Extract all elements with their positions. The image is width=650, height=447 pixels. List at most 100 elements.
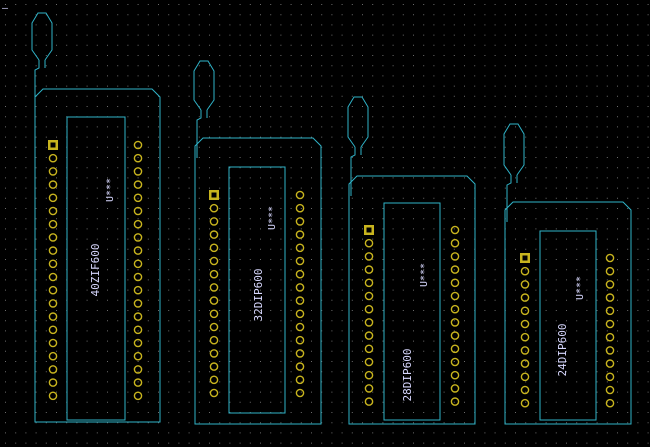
pad-round[interactable] bbox=[364, 291, 374, 301]
pad-round[interactable] bbox=[295, 375, 305, 385]
pad-round[interactable] bbox=[450, 238, 460, 248]
pad-round[interactable] bbox=[450, 318, 460, 327]
pad-round[interactable] bbox=[295, 243, 305, 253]
pad-round[interactable] bbox=[48, 299, 58, 308]
pad-round[interactable] bbox=[605, 280, 615, 289]
pad-round[interactable] bbox=[295, 269, 305, 279]
pad-round[interactable] bbox=[295, 283, 305, 292]
pad-round[interactable] bbox=[520, 398, 530, 408]
pad-round[interactable] bbox=[209, 269, 219, 279]
pad-round[interactable] bbox=[520, 306, 530, 316]
pad-round[interactable] bbox=[605, 398, 615, 408]
footprint-32dip600[interactable]: 32DIP600 U*** bbox=[193, 60, 322, 425]
pad-round[interactable] bbox=[209, 388, 219, 398]
pad-round[interactable] bbox=[133, 365, 143, 374]
pad-round[interactable] bbox=[48, 153, 58, 163]
pad-round[interactable] bbox=[450, 265, 460, 274]
pad-round[interactable] bbox=[48, 338, 58, 348]
pad-round[interactable] bbox=[364, 331, 374, 340]
pad-round[interactable] bbox=[520, 266, 530, 276]
pad-round[interactable] bbox=[48, 259, 58, 269]
pad-round[interactable] bbox=[48, 351, 58, 361]
footprint-40zif600[interactable]: 40ZIF600 U*** bbox=[31, 12, 161, 423]
pad-round[interactable] bbox=[48, 365, 58, 374]
pad-round[interactable] bbox=[364, 397, 374, 406]
pad-round[interactable] bbox=[295, 309, 305, 319]
pad-round[interactable] bbox=[133, 378, 143, 387]
pad-round[interactable] bbox=[133, 285, 143, 295]
pad-round[interactable] bbox=[209, 375, 219, 385]
pad-round[interactable] bbox=[520, 346, 530, 355]
pad-round[interactable] bbox=[48, 285, 58, 295]
pad-round[interactable] bbox=[520, 385, 530, 395]
pad-round[interactable] bbox=[450, 291, 460, 301]
pad-round[interactable] bbox=[450, 331, 460, 340]
pad-round[interactable] bbox=[520, 293, 530, 302]
pad-round[interactable] bbox=[209, 256, 219, 266]
pad-round[interactable] bbox=[48, 193, 58, 203]
pad-round[interactable] bbox=[133, 312, 143, 321]
pad-round[interactable] bbox=[295, 322, 305, 332]
pad-round[interactable] bbox=[48, 180, 58, 189]
pad-round[interactable] bbox=[133, 206, 143, 216]
pad-round[interactable] bbox=[133, 259, 143, 269]
pad-round[interactable] bbox=[605, 385, 615, 395]
pad-round[interactable] bbox=[133, 219, 143, 229]
pad-round[interactable] bbox=[133, 167, 143, 176]
pad-round[interactable] bbox=[209, 309, 219, 319]
footprint-24dip600[interactable]: 24DIP600 U*** bbox=[503, 123, 632, 425]
pad-round[interactable] bbox=[605, 346, 615, 355]
pad-round[interactable] bbox=[605, 372, 615, 382]
pad-round[interactable] bbox=[48, 391, 58, 401]
pad-round[interactable] bbox=[48, 206, 58, 216]
pad-round[interactable] bbox=[133, 246, 143, 255]
pad-round[interactable] bbox=[605, 293, 615, 302]
pad-round[interactable] bbox=[295, 296, 305, 305]
pad-round[interactable] bbox=[520, 280, 530, 289]
pad-round[interactable] bbox=[295, 230, 305, 239]
pad-round[interactable] bbox=[133, 299, 143, 308]
pad-round[interactable] bbox=[209, 335, 219, 345]
pad-round[interactable] bbox=[209, 203, 219, 213]
pad-round[interactable] bbox=[520, 359, 530, 368]
pad-round[interactable] bbox=[133, 391, 143, 401]
pad-round[interactable] bbox=[133, 140, 143, 150]
pad-round[interactable] bbox=[48, 325, 58, 335]
pad-round[interactable] bbox=[295, 217, 305, 226]
pad-round[interactable] bbox=[209, 322, 219, 332]
pad-round[interactable] bbox=[48, 246, 58, 255]
pad-round[interactable] bbox=[520, 319, 530, 329]
pad-round[interactable] bbox=[48, 378, 58, 387]
pad-round[interactable] bbox=[450, 344, 460, 354]
pad-round[interactable] bbox=[450, 397, 460, 406]
pad-round[interactable] bbox=[605, 253, 615, 263]
pad-round[interactable] bbox=[295, 362, 305, 371]
pad-round[interactable] bbox=[133, 193, 143, 203]
pad-round[interactable] bbox=[364, 278, 374, 288]
pad-round[interactable] bbox=[295, 190, 305, 200]
pad-round[interactable] bbox=[295, 349, 305, 358]
pad-round[interactable] bbox=[450, 370, 460, 380]
pad-round[interactable] bbox=[133, 180, 143, 189]
pad-round[interactable] bbox=[295, 256, 305, 266]
pad-round[interactable] bbox=[209, 230, 219, 239]
pad-round[interactable] bbox=[605, 266, 615, 276]
footprint-28dip600[interactable]: 28DIP600 U*** bbox=[347, 96, 476, 425]
pad-round[interactable] bbox=[450, 252, 460, 261]
pad-round[interactable] bbox=[450, 384, 460, 393]
pad-round[interactable] bbox=[48, 272, 58, 282]
pad-round[interactable] bbox=[295, 335, 305, 345]
pad-round[interactable] bbox=[364, 384, 374, 393]
pad-round[interactable] bbox=[605, 306, 615, 316]
pad-round[interactable] bbox=[133, 351, 143, 361]
pad-round[interactable] bbox=[133, 325, 143, 335]
pad-round[interactable] bbox=[209, 243, 219, 253]
pad-round[interactable] bbox=[450, 278, 460, 288]
pad-round[interactable] bbox=[295, 203, 305, 213]
pad-round[interactable] bbox=[364, 370, 374, 380]
pad-round[interactable] bbox=[605, 319, 615, 329]
pad-round[interactable] bbox=[605, 332, 615, 342]
pad-round[interactable] bbox=[364, 318, 374, 327]
pad-round[interactable] bbox=[364, 357, 374, 367]
